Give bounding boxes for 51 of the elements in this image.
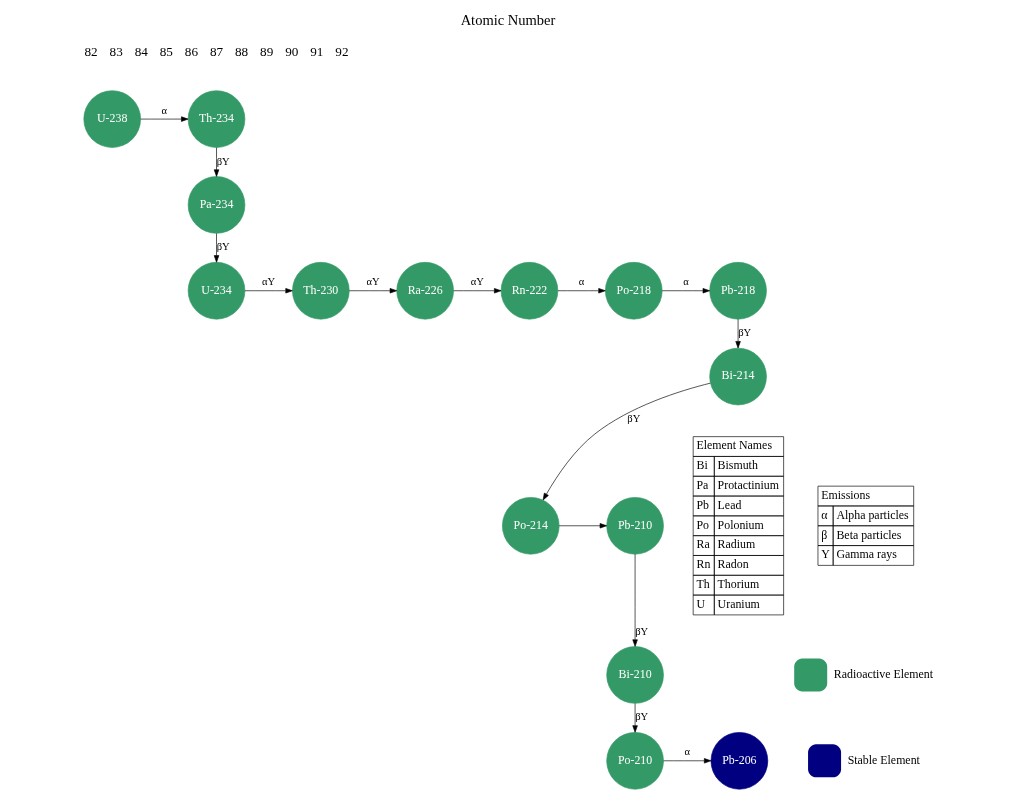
label: Radon <box>717 557 749 572</box>
label: 89 <box>260 43 274 59</box>
label: Y <box>821 547 830 562</box>
edge-label: αY <box>470 276 484 288</box>
label: Th <box>696 577 710 592</box>
label: Beta particles <box>836 527 902 542</box>
diagram-title: Atomic Number <box>460 12 556 29</box>
label: Pb <box>696 497 710 512</box>
edge-label: βY <box>627 412 641 424</box>
label: 83 <box>109 43 123 59</box>
label: 85 <box>159 43 173 59</box>
label: 86 <box>184 43 199 59</box>
label: Ra <box>696 537 710 552</box>
label: 87 <box>209 43 224 59</box>
label: Lead <box>717 497 742 512</box>
edge-label: αY <box>366 276 380 288</box>
label: Radium <box>717 537 756 552</box>
label: Rn <box>696 557 711 572</box>
legend-label: Radioactive Element <box>833 666 934 681</box>
label: β <box>821 527 828 542</box>
label: Bi <box>696 458 708 473</box>
legend-label: Stable Element <box>847 752 920 767</box>
edge-label: α <box>683 276 689 288</box>
label: Polonium <box>717 517 764 532</box>
label: 91 <box>310 43 324 59</box>
label: Thorium <box>717 577 760 592</box>
edge-label: βY <box>635 711 649 723</box>
label: Bismuth <box>717 458 758 473</box>
label: 82 <box>84 43 98 59</box>
label: Element Names <box>696 438 772 453</box>
edge-label: βY <box>635 625 649 637</box>
edge-label: α <box>578 276 585 288</box>
label: 88 <box>235 43 249 59</box>
label: Emissions <box>821 487 871 502</box>
label: Pa <box>696 478 709 493</box>
label: Gamma rays <box>836 547 897 562</box>
label: 92 <box>335 43 349 59</box>
label: U <box>696 596 706 611</box>
label: Po <box>696 517 710 532</box>
label: Protactinium <box>717 478 779 493</box>
label: Uranium <box>717 596 760 611</box>
edge-label: α <box>684 746 691 758</box>
edge-label: α <box>161 104 168 116</box>
edge-label: βY <box>738 327 752 339</box>
edge-label: βY <box>216 241 230 253</box>
edge-label: αY <box>262 276 276 288</box>
label: 84 <box>134 43 148 59</box>
label: 90 <box>285 43 299 59</box>
label: Alpha particles <box>836 507 909 522</box>
edge-label: βY <box>216 155 230 167</box>
label: α <box>821 507 828 522</box>
